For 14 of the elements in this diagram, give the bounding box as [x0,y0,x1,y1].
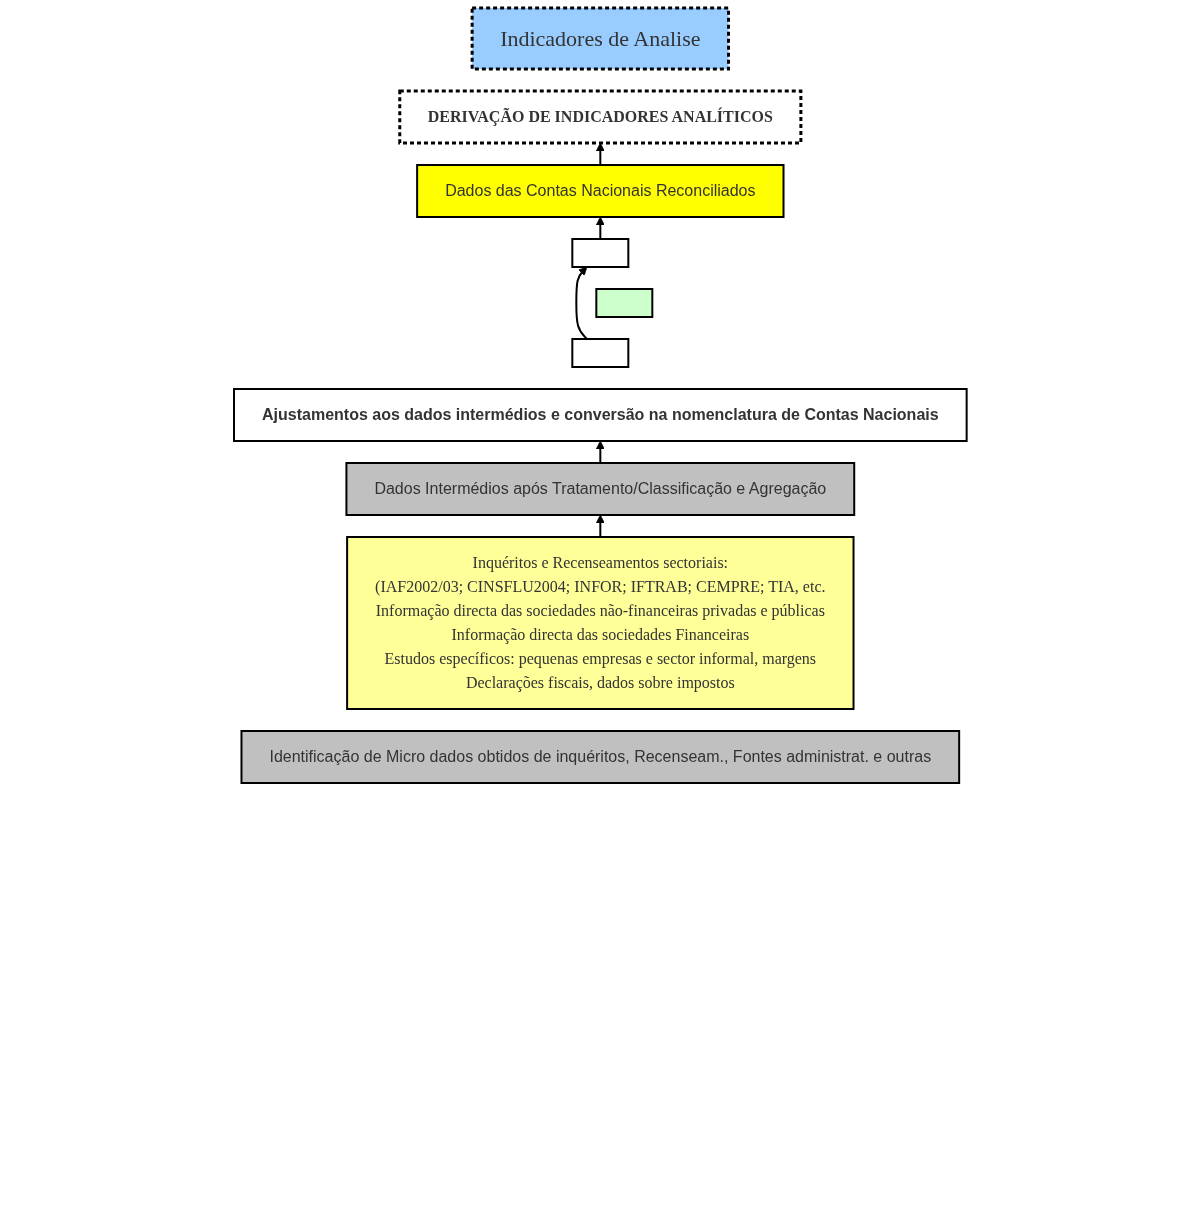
node-box: Ajustamentos aos dados intermédios e conversão na nomenclatura de Contas Nacionais [232,388,968,442]
node-box: Dados das Contas Nacionais Reconciliados [415,164,785,218]
arrow [595,216,605,240]
node-box [571,238,629,268]
arrow [595,440,605,464]
node-box: Inquéritos e Recenseamentos sectoriais: (IAF2002/03; CINSFLU2004; INFOR; IFTRAB; CEMPRE; TIA, etc. Informação directa das sociedades não-financeiras privadas e públicas Informação directa das sociedades Financeiras Estudos específicos: pequenas empresas e sector informal, margens Declarações fiscais, dados sobre impostos [345,536,855,710]
node-box [571,338,629,368]
node-box: Indicadores de Analise [470,6,730,71]
arrow [575,266,588,340]
node-box [595,288,653,318]
node-box: Identificação de Micro dados obtidos de inquéritos, Recenseam., Fontes administrat. e outras [240,730,960,784]
arrow [595,514,605,538]
node-box: Dados Intermédios após Tratamento/Classificação e Agregação [345,462,855,516]
node-box: DERIVAÇÃO DE INDICADORES ANALÍTICOS [397,89,803,145]
